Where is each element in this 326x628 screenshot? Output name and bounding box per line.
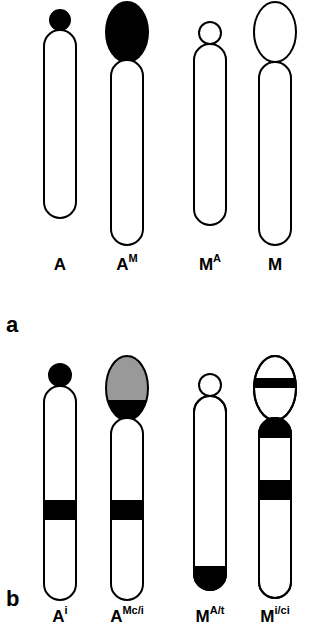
- label-base: A: [52, 607, 64, 626]
- band: [259, 418, 291, 438]
- grey-region: [100, 350, 160, 400]
- chromosome-label: Ai: [52, 608, 67, 625]
- satellite: [199, 374, 221, 396]
- band: [111, 500, 143, 520]
- chromosome-arm: [194, 396, 226, 590]
- label-superscript: i: [65, 604, 68, 616]
- chromosome-outline: [194, 396, 226, 590]
- satellite: [254, 2, 296, 62]
- chromosome-arm: [259, 62, 291, 245]
- band: [44, 500, 76, 520]
- satellite: [106, 2, 148, 62]
- band: [250, 378, 300, 388]
- chromosome-label: M: [268, 256, 282, 273]
- panel-letter: a: [6, 312, 18, 337]
- panel-letter: b: [6, 586, 19, 611]
- chromosome-arm: [194, 44, 226, 225]
- chromosome-arm: [44, 30, 76, 218]
- label-base: M: [196, 607, 210, 626]
- chromosome-label: Mi/ci: [260, 608, 289, 625]
- label-superscript: A/t: [210, 604, 225, 616]
- label-base: M: [199, 255, 213, 274]
- panel-letter: a: [6, 314, 18, 336]
- satellite: [199, 22, 221, 44]
- satellite: [49, 364, 71, 386]
- label-base: A: [110, 607, 122, 626]
- label-base: M: [268, 255, 282, 274]
- chromosome-label: MA/t: [196, 608, 225, 625]
- chromosome-arm: [111, 418, 143, 600]
- satellite-outline: [254, 356, 296, 420]
- label-base: A: [116, 255, 128, 274]
- label-superscript: A: [213, 252, 221, 264]
- label-superscript: M: [129, 252, 138, 264]
- chromosome-arm: [111, 60, 143, 245]
- chromosome-label: AMc/i: [110, 608, 144, 625]
- chromosome-label: AM: [116, 256, 137, 273]
- label-base: A: [54, 255, 66, 274]
- chromosome-arm: [259, 418, 291, 598]
- chromosome-label: MA: [199, 256, 221, 273]
- chromosome-arm: [44, 386, 76, 600]
- label-superscript: i/ci: [274, 604, 289, 616]
- chromosome-outline: [259, 418, 291, 598]
- panel-letter: b: [6, 588, 19, 610]
- label-superscript: Mc/i: [122, 604, 143, 616]
- chromosome-label: A: [54, 256, 66, 273]
- satellite: [50, 10, 70, 30]
- label-base: M: [260, 607, 274, 626]
- satellite: [106, 356, 148, 420]
- band: [259, 480, 291, 500]
